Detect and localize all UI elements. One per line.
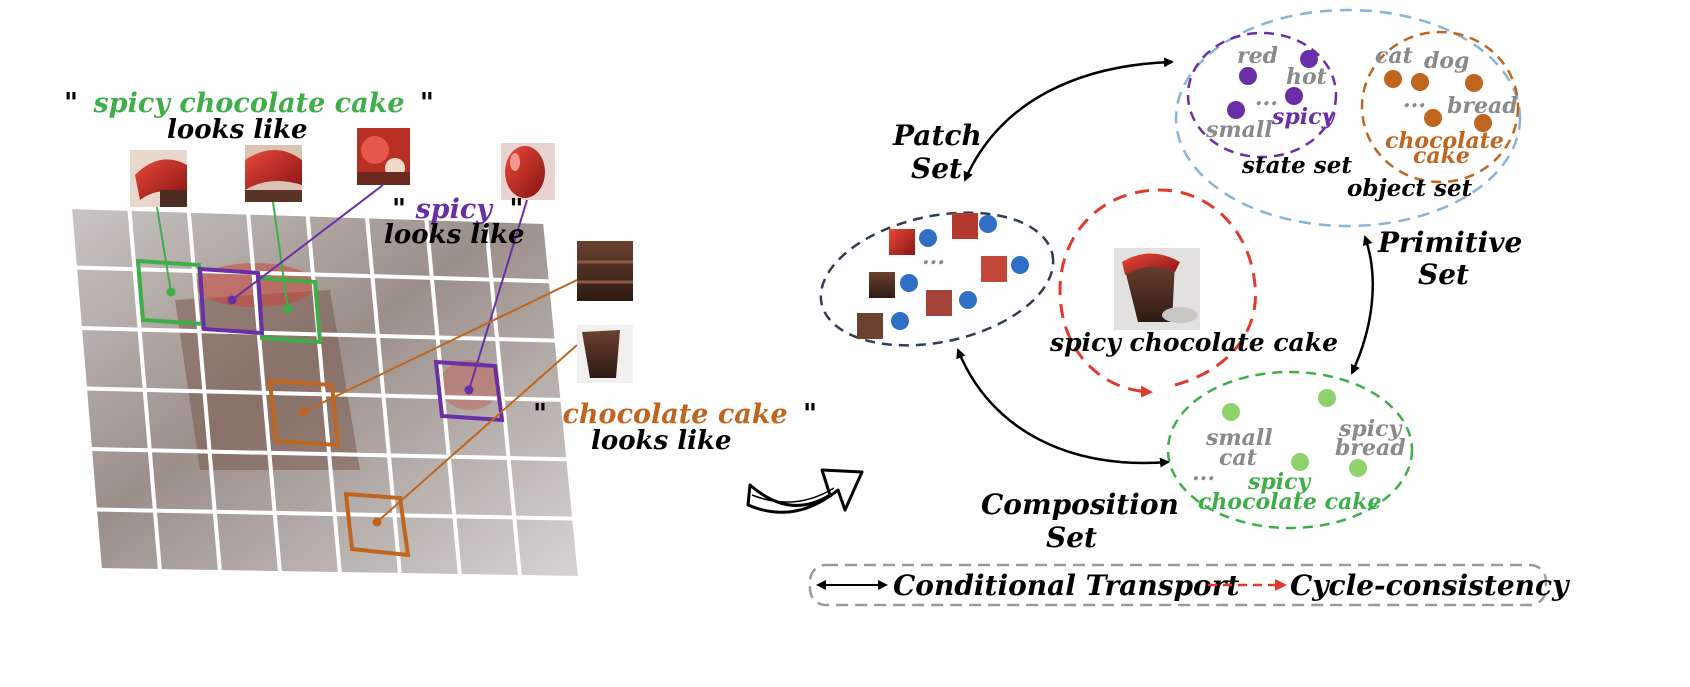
spicy-label: " spicy " [392,194,523,225]
thumb-chili-3 [357,128,410,185]
thumb-chili-4 [501,143,555,200]
patch-set-content: ... [857,213,1029,339]
object-set-label: object set [1347,175,1473,202]
object-chocolate: chocolate [1385,128,1504,154]
center-caption: spicy chocolate cake [1049,328,1338,357]
cc-label: " chocolate cake " [533,399,817,430]
comp-spicy-top: spicy [1338,416,1404,442]
thumb-chili-2 [245,145,302,202]
object-dog: dog [1424,48,1469,74]
purple-box-2 [433,359,505,423]
patch-set-label-1: Patch [892,119,982,152]
legend-conditional-transport: Conditional Transport [893,569,1239,602]
looks-like-2: looks like [384,220,525,250]
primitive-set-label-1: Primitive [1377,226,1522,259]
left-labels: " spicy chocolate cake " looks like " sp… [64,88,817,456]
orange-box-2 [343,491,411,558]
patch-set-label-2: Set [911,152,962,185]
grid-line-horizontal [94,507,575,521]
state-set-ellipse [1186,31,1338,159]
grid-line-horizontal [74,265,551,284]
grid-lines [68,205,582,580]
patch-thumbnails-left [130,128,633,383]
thumb-cake-1 [577,241,633,301]
composition-set-label-2: Set [1046,521,1097,554]
arrow-primitive-composition [1350,235,1374,375]
primitive-set-ellipse [1174,8,1522,228]
arrow-composition-patch [956,348,1170,468]
state-set-content: red hot ... small spicy state set [1205,43,1352,179]
grid-line-horizontal [89,447,569,462]
comp-ellipsis: ... [1192,460,1215,486]
highlight-boxes [135,258,505,558]
composition-set-ellipse [1166,370,1414,530]
legend: Conditional Transport Cycle-consistency [808,563,1570,607]
state-red: red [1237,43,1278,69]
comp-chocolate-cake: chocolate cake [1198,489,1381,515]
state-hot: hot [1286,64,1327,90]
state-spicy: spicy [1271,104,1337,130]
primitive-set-label-2: Set [1418,258,1469,291]
object-cat: cat [1375,43,1413,69]
transition-arrow [746,468,864,514]
grid-line-horizontal [69,205,546,224]
object-set-ellipse [1360,30,1520,184]
scc-label: " spicy chocolate cake " [64,88,434,119]
state-small: small [1205,117,1273,143]
looks-like-3: looks like [591,426,732,456]
comp-cat: cat [1219,445,1257,471]
thumb-cake-2 [577,325,633,383]
comp-spicy: spicy [1247,469,1313,495]
object-cake: cake [1413,143,1470,169]
arrow-patch-primitive [963,57,1174,182]
comp-small: small [1205,425,1273,451]
transport-arrows [956,57,1374,468]
connectors-left [156,184,578,523]
grid-line-horizontal [84,386,563,402]
patch-ellipsis: ... [922,244,945,270]
state-set-label: state set [1241,152,1352,179]
composition-set-label-1: Composition [981,488,1179,521]
composition-set-content: small cat spicy bread ... spicy chocolat… [1192,389,1406,515]
comp-bread: bread [1335,435,1406,461]
state-ellipsis: ... [1255,85,1278,111]
thumb-chili-1 [130,150,187,207]
cycle-loop [1058,188,1258,398]
grid-line-horizontal [99,568,581,580]
looks-like-1: looks like [167,115,308,145]
center-cake-image [1114,248,1200,330]
purple-box-1 [197,266,265,336]
orange-box-1 [267,378,341,448]
patch-set-ellipse [819,211,1055,347]
object-set-content: cat dog ... bread chocolate cake object … [1347,43,1518,202]
object-ellipsis: ... [1403,87,1426,113]
connector-dots [166,287,474,527]
legend-cycle-consistency: Cycle-consistency [1290,569,1570,602]
legend-box [808,563,1548,607]
